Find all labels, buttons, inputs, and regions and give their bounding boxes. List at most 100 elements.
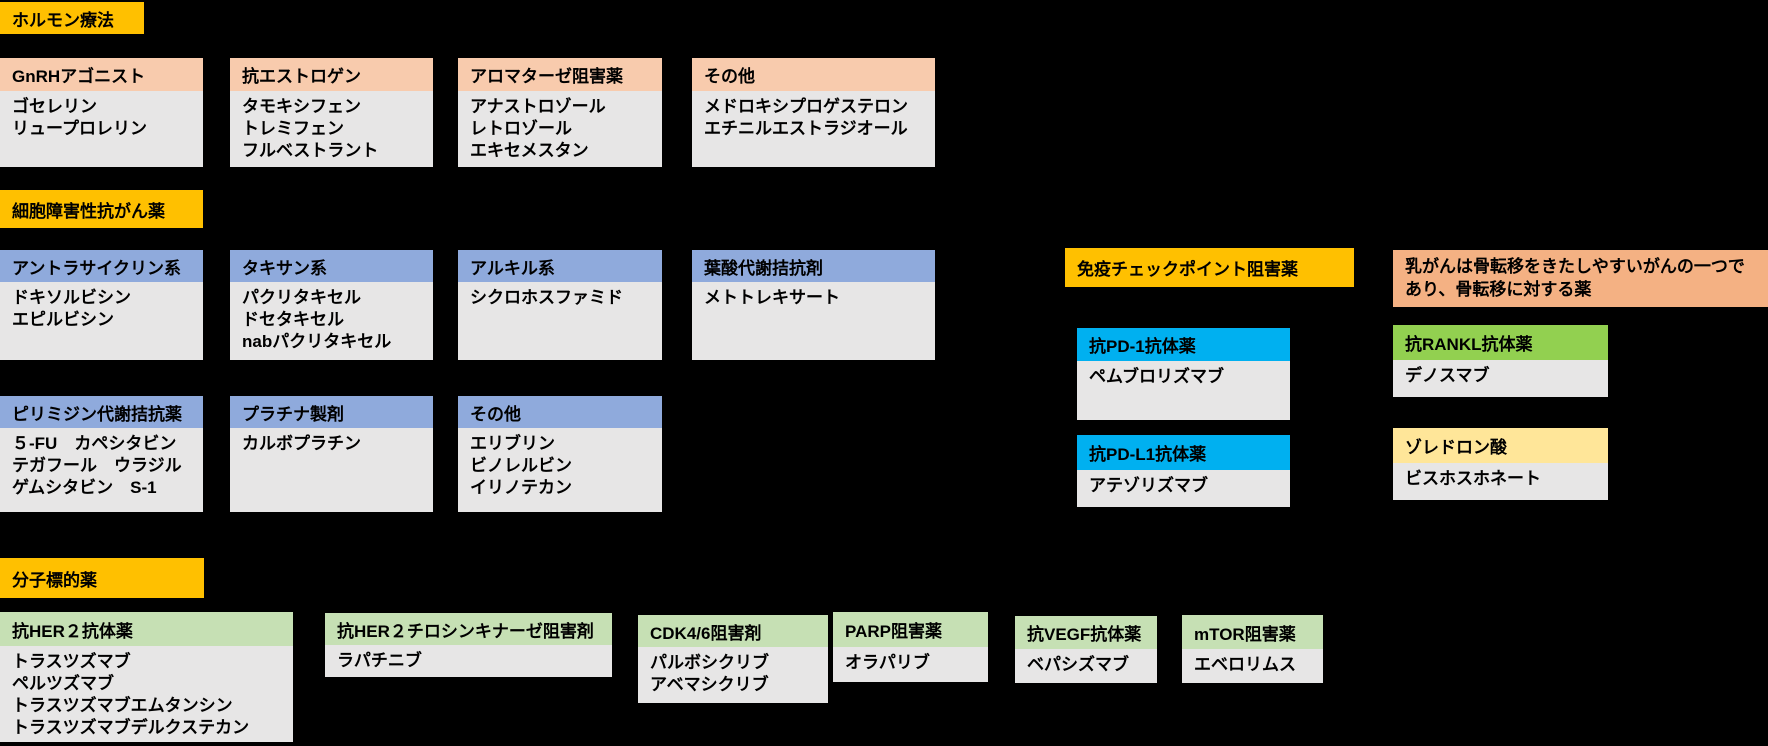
drug-name: レトロゾール: [470, 119, 572, 138]
drug-card-title-platinum: プラチナ製剤: [230, 396, 433, 428]
drug-name: フルベストラント: [242, 141, 379, 160]
drug-card-anti-estrogen: 抗エストロゲンタモキシフェントレミフェンフルベストラント: [230, 58, 433, 167]
drug-card-anti-pd1: 抗PD-1抗体薬ペムブロリズマブ: [1077, 328, 1290, 420]
drug-card-body-anti-vegf: ベパシズマブ: [1015, 649, 1157, 683]
drug-name: カルボプラチン: [242, 434, 361, 453]
drug-name: アテゾリズマブ: [1089, 476, 1208, 495]
drug-name: ペムブロリズマブ: [1089, 367, 1224, 386]
drug-name: ビノレルビン: [470, 456, 572, 475]
drug-card-body-folate-antimetabolite: メトトレキサート: [692, 282, 935, 360]
drug-card-body-anthracycline: ドキソルビシンエピルビシン: [0, 282, 203, 360]
drug-name: リュープロレリン: [12, 119, 147, 138]
drug-card-body-anti-pd1: ペムブロリズマブ: [1077, 361, 1290, 420]
drug-card-title-taxane: タキサン系: [230, 250, 433, 282]
drug-name: ゴセレリン: [12, 97, 97, 116]
drug-name: nabパクリタキセル: [242, 332, 392, 351]
drug-card-body-gnrh-agonist: ゴセレリンリュープロレリン: [0, 91, 203, 167]
drug-card-title-cdk46-inhibitor: CDK4/6阻害剤: [638, 615, 828, 647]
drug-name: アナストロゾール: [470, 97, 606, 116]
drug-name: オラパリブ: [845, 653, 930, 672]
drug-card-title-anti-pdl1: 抗PD-L1抗体薬: [1077, 435, 1290, 470]
drug-card-body-cdk46-inhibitor: パルボシクリブアベマシクリブ: [638, 647, 828, 703]
drug-card-title-pyrimidine-antimetabolite: ピリミジン代謝拮抗薬: [0, 396, 203, 428]
section-label-cytotoxic: 細胞障害性抗がん薬: [0, 190, 203, 228]
drug-card-title-anti-her2-antibody: 抗HER２抗体薬: [0, 612, 293, 646]
drug-card-title-hormone-other: その他: [692, 58, 935, 91]
drug-card-anti-rankl: 抗RANKL抗体薬デノスマブ: [1393, 325, 1608, 397]
drug-card-title-alkylating: アルキル系: [458, 250, 662, 282]
drug-name: ラパチニブ: [337, 651, 422, 670]
drug-name: トラスツズマブ: [12, 652, 131, 671]
drug-name: エリブリン: [470, 434, 555, 453]
drug-card-anti-vegf: 抗VEGF抗体薬ベパシズマブ: [1015, 616, 1157, 683]
drug-name: ドキソルビシン: [12, 288, 131, 307]
drug-card-body-anti-her2-antibody: トラスツズマブペルツズマブトラスツズマブエムタンシントラスツズマブデルクステカン: [0, 646, 293, 742]
drug-card-body-pyrimidine-antimetabolite: ５‐FU カペシタビンテガフール ウラジルゲムシタビン S-1: [0, 428, 203, 512]
drug-card-body-mtor-inhibitor: エベロリムス: [1182, 649, 1323, 683]
drug-card-title-gnrh-agonist: GnRHアゴニスト: [0, 58, 203, 91]
drug-card-title-cytotoxic-other: その他: [458, 396, 662, 428]
drug-card-body-her2-tki: ラパチニブ: [325, 645, 612, 677]
drug-card-title-folate-antimetabolite: 葉酸代謝拮抗剤: [692, 250, 935, 282]
drug-card-anti-pdl1: 抗PD-L1抗体薬アテゾリズマブ: [1077, 435, 1290, 507]
drug-card-title-anti-estrogen: 抗エストロゲン: [230, 58, 433, 91]
drug-name: エベロリムス: [1194, 655, 1296, 674]
drug-card-title-aromatase-inhibitor: アロマターゼ阻害薬: [458, 58, 662, 91]
drug-name: エキセメスタン: [470, 141, 589, 160]
drug-name: テガフール ウラジル: [12, 456, 182, 475]
drug-card-body-hormone-other: メドロキシプロゲステロンエチニルエストラジオール: [692, 91, 935, 167]
drug-card-body-alkylating: シクロホスファミド: [458, 282, 662, 360]
drug-name: ペルツズマブ: [12, 674, 114, 693]
drug-card-body-taxane: パクリタキセルドセタキセル nabパクリタキセル: [230, 282, 433, 360]
drug-card-hormone-other: その他メドロキシプロゲステロンエチニルエストラジオール: [692, 58, 935, 167]
drug-name: メトトレキサート: [704, 288, 840, 307]
drug-name: ベパシズマブ: [1027, 655, 1129, 674]
drug-name: パクリタキセル: [242, 288, 361, 307]
drug-card-body-zoledronate: ビスホスホネート: [1393, 463, 1608, 500]
drug-name: シクロホスファミド: [470, 288, 623, 307]
drug-card-title-anthracycline: アントラサイクリン系: [0, 250, 203, 282]
drug-name: アベマシクリブ: [650, 675, 769, 694]
drug-card-zoledronate: ゾレドロン酸ビスホスホネート: [1393, 428, 1608, 500]
drug-card-parp-inhibitor: PARP阻害薬オラパリブ: [833, 612, 988, 682]
bone-metastasis-note: 乳がんは骨転移をきたしやすいがんの一つであり、骨転移に対する薬: [1393, 250, 1768, 307]
drug-name: ５‐FU カペシタビン: [12, 434, 177, 453]
drug-card-cdk46-inhibitor: CDK4/6阻害剤パルボシクリブアベマシクリブ: [638, 615, 828, 703]
drug-card-cytotoxic-other: その他エリブリンビノレルビンイリノテカン: [458, 396, 662, 512]
drug-card-folate-antimetabolite: 葉酸代謝拮抗剤メトトレキサート: [692, 250, 935, 360]
drug-card-title-anti-pd1: 抗PD-1抗体薬: [1077, 328, 1290, 361]
drug-name: トラスツズマブエムタンシン: [12, 696, 233, 715]
drug-card-body-anti-pdl1: アテゾリズマブ: [1077, 470, 1290, 507]
drug-card-body-parp-inhibitor: オラパリブ: [833, 647, 988, 682]
section-label-molecular: 分子標的薬: [0, 558, 204, 598]
section-label-hormone: ホルモン療法: [0, 2, 144, 34]
drug-name: トラスツズマブデルクステカン: [12, 718, 250, 737]
drug-name: ドセタキセル: [242, 310, 344, 329]
drug-card-title-mtor-inhibitor: mTOR阻害薬: [1182, 615, 1323, 649]
drug-card-body-platinum: カルボプラチン: [230, 428, 433, 512]
drug-card-title-anti-vegf: 抗VEGF抗体薬: [1015, 616, 1157, 649]
drug-name: イリノテカン: [470, 478, 572, 497]
drug-card-title-her2-tki: 抗HER２チロシンキナーゼ阻害剤: [325, 613, 612, 645]
drug-card-body-cytotoxic-other: エリブリンビノレルビンイリノテカン: [458, 428, 662, 512]
drug-card-aromatase-inhibitor: アロマターゼ阻害薬アナストロゾールレトロゾールエキセメスタン: [458, 58, 662, 167]
drug-card-title-anti-rankl: 抗RANKL抗体薬: [1393, 325, 1608, 360]
drug-card-body-anti-estrogen: タモキシフェントレミフェンフルベストラント: [230, 91, 433, 167]
drug-name: タモキシフェン: [242, 97, 361, 116]
drug-card-anti-her2-antibody: 抗HER２抗体薬トラスツズマブペルツズマブトラスツズマブエムタンシントラスツズマ…: [0, 612, 293, 742]
drug-card-title-parp-inhibitor: PARP阻害薬: [833, 612, 988, 647]
drug-name: デノスマブ: [1405, 366, 1490, 385]
drug-card-alkylating: アルキル系シクロホスファミド: [458, 250, 662, 360]
drug-card-her2-tki: 抗HER２チロシンキナーゼ阻害剤ラパチニブ: [325, 613, 612, 677]
drug-card-body-anti-rankl: デノスマブ: [1393, 360, 1608, 397]
drug-card-taxane: タキサン系パクリタキセルドセタキセル nabパクリタキセル: [230, 250, 433, 360]
drug-name: エピルビシン: [12, 310, 114, 329]
drug-card-platinum: プラチナ製剤カルボプラチン: [230, 396, 433, 512]
drug-card-gnrh-agonist: GnRHアゴニストゴセレリンリュープロレリン: [0, 58, 203, 167]
drug-name: メドロキシプロゲステロン: [704, 97, 908, 116]
drug-name: ゲムシタビン S-1: [12, 478, 157, 497]
drug-name: トレミフェン: [242, 119, 344, 138]
section-label-immune-checkpoint: 免疫チェックポイント阻害薬: [1065, 248, 1354, 287]
drug-name: パルボシクリブ: [650, 653, 769, 672]
